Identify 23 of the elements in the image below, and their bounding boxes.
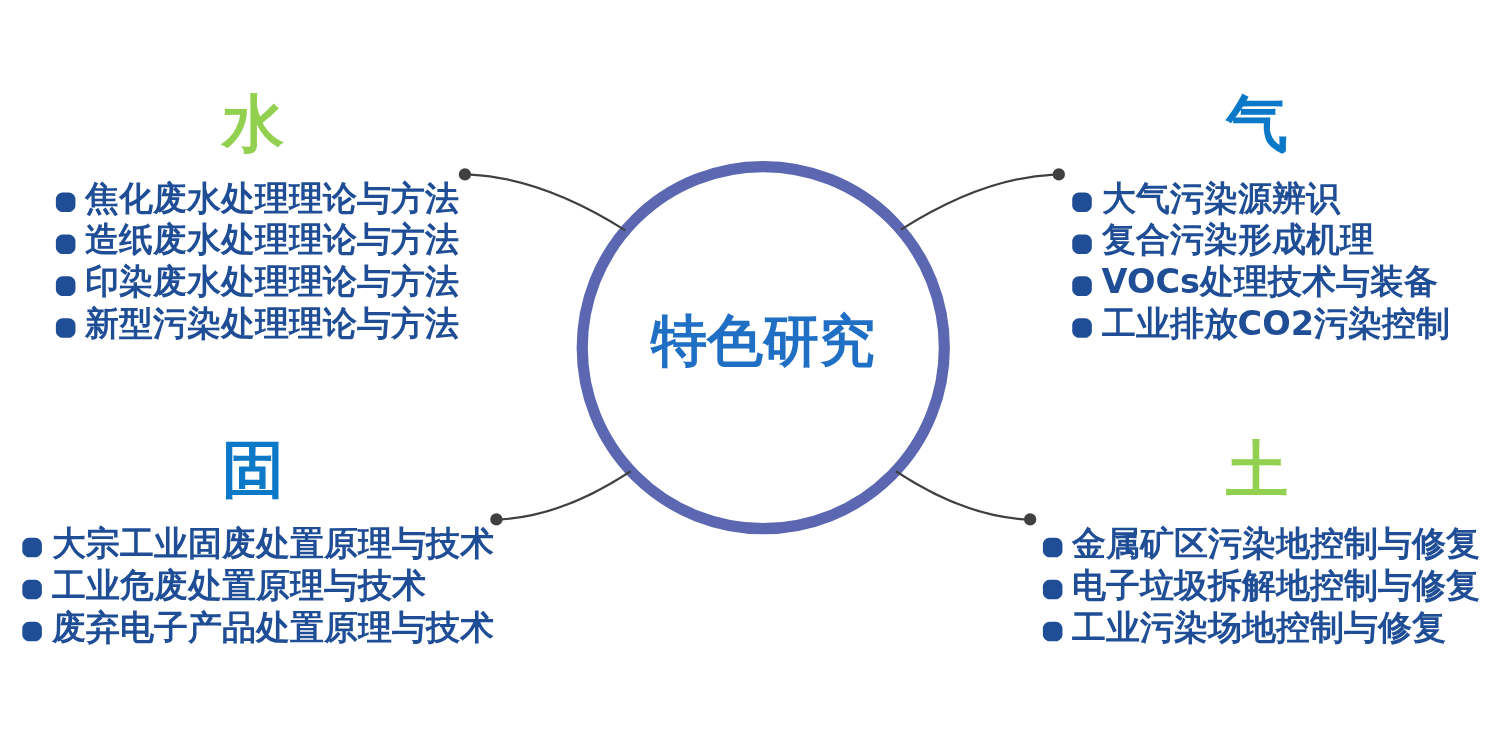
node-label: VOCs处理技术与装备 — [1101, 261, 1439, 301]
node-label: 印染废水处理理论与方法 — [85, 261, 460, 301]
node-label: 固 — [222, 433, 285, 506]
node-label: 大气污染源辨识 — [1101, 178, 1340, 218]
node-label: 金属矿区污染地控制与修复 — [1072, 523, 1481, 563]
connector — [895, 469, 1037, 526]
node-label: 新型污染处理理论与方法 — [85, 303, 460, 343]
connector — [900, 167, 1065, 231]
node-label: 焦化废水处理理论与方法 — [85, 178, 460, 218]
connector — [458, 167, 626, 231]
node-label: 电子垃圾拆解地控制与修复 — [1072, 565, 1481, 605]
node-label: 土 — [1226, 433, 1289, 506]
node-label: 造纸废水处理理论与方法 — [85, 219, 460, 259]
node-circle: 特色研究 — [576, 160, 950, 534]
node-label: 废弃电子产品处置原理与技术 — [51, 607, 494, 647]
node-label: 大宗工业固废处置原理与技术 — [51, 523, 494, 563]
node-label: 气 — [1226, 87, 1289, 160]
connector — [490, 469, 632, 526]
node-label: 复合污染形成机理 — [1101, 219, 1374, 259]
node-label: 工业排放CO2污染控制 — [1101, 303, 1451, 343]
node-label: 工业危废处置原理与技术 — [51, 565, 426, 605]
node-label: 工业污染场地控制与修复 — [1072, 607, 1447, 647]
node-label: 水 — [222, 87, 285, 160]
